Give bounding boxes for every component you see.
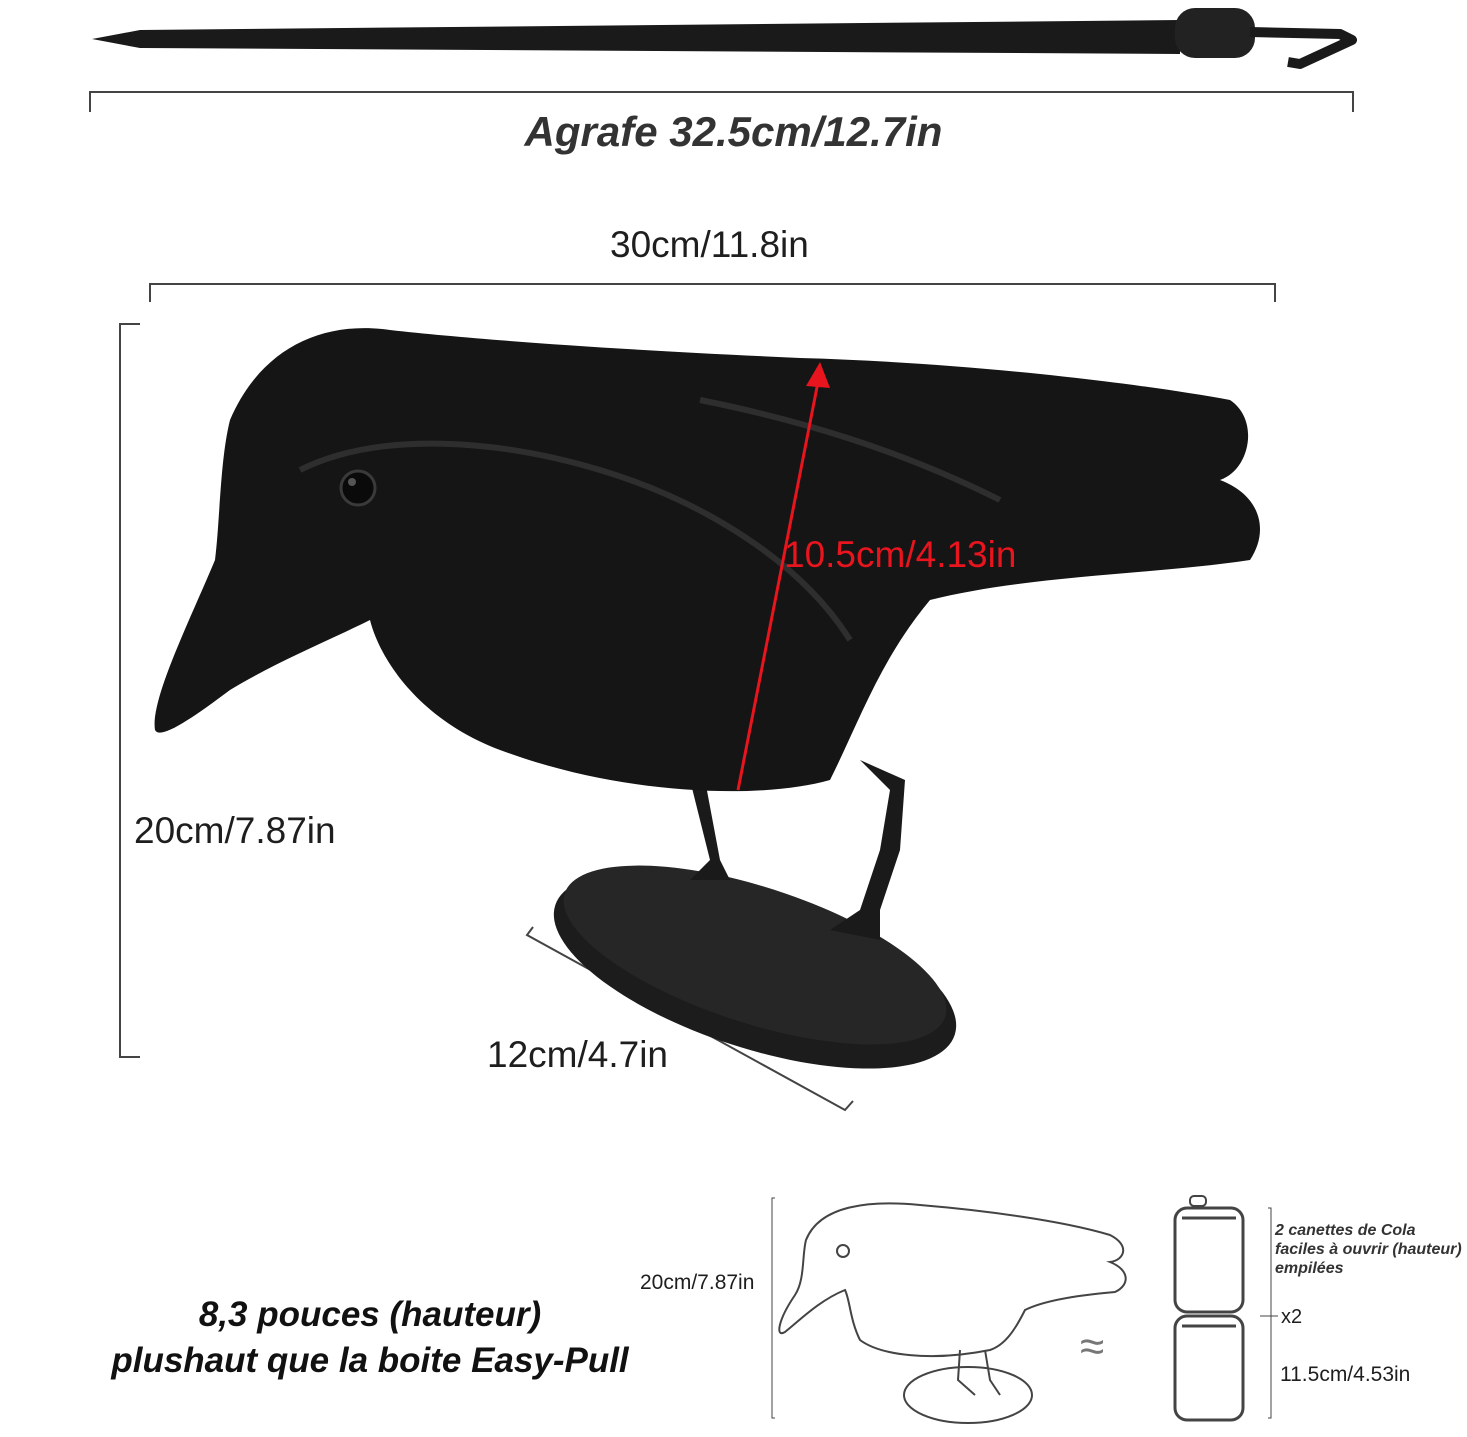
can-count-label: x2 (1281, 1306, 1303, 1328)
body-height-label: 10.5cm/4.13in (784, 534, 1017, 575)
crow-outline-drawing (771, 1197, 1127, 1424)
can-height-label: 11.5cm/4.53in (1280, 1363, 1411, 1386)
stake-dimension-line (89, 91, 1354, 112)
stake-length-label: Agrafe 32.5cm/12.7in (524, 108, 943, 155)
outline-height-label: 20cm/7.87in (640, 1271, 755, 1294)
comparison-caption-text: 8,3 pouces (hauteur) plushaut que la boi… (111, 1295, 629, 1380)
crow-decoy-image (154, 328, 1261, 1069)
width-dimension-line (149, 283, 1276, 302)
crow-height-label: 20cm/7.87in (134, 810, 336, 851)
crow-width-label: 30cm/11.8in (610, 224, 809, 265)
comparison-caption: 8,3 pouces (hauteur) plushaut que la boi… (60, 1292, 680, 1383)
cola-cans-drawing (1173, 1195, 1278, 1422)
stake-image (92, 8, 1357, 69)
can-description: 2 canettes de Cola faciles à ouvrir (hau… (1275, 1222, 1462, 1278)
base-length-label: 12cm/4.7in (487, 1034, 668, 1075)
approx-equal-icon: ≈ (1080, 1322, 1105, 1371)
height-dimension-line (119, 323, 140, 1058)
